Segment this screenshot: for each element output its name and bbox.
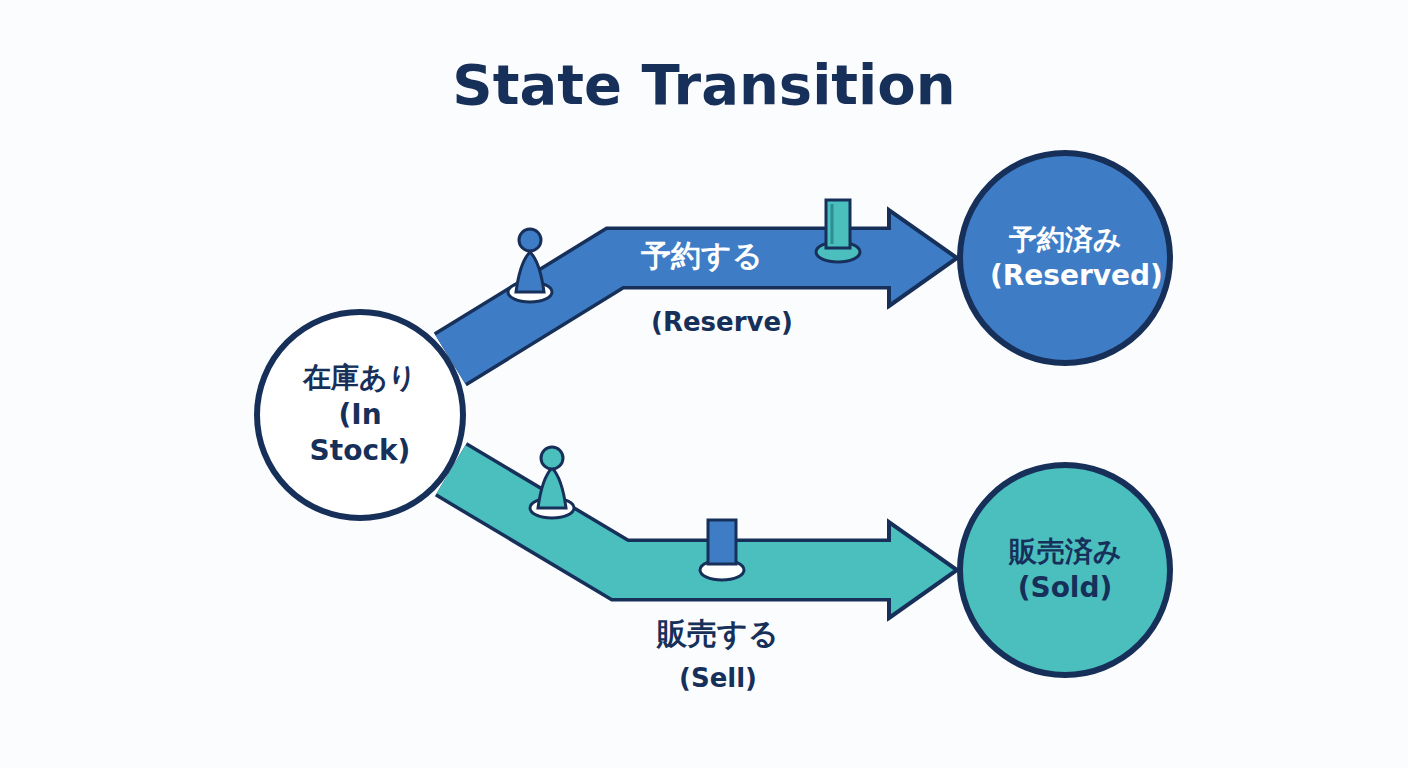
transition-arrow xyxy=(450,210,957,359)
state-circle: 在庫あり (In Stock) xyxy=(254,309,466,521)
state-label: 在庫あり (In Stock) xyxy=(285,360,435,469)
pawn-icon xyxy=(530,447,574,518)
transition-arrow xyxy=(451,469,957,618)
arrow-band xyxy=(451,469,893,570)
state-circle: 予約済み (Reserved) xyxy=(957,150,1173,366)
transition-label: 販売する xyxy=(657,614,779,655)
state-label: 販売済み (Sold) xyxy=(990,534,1140,607)
state-circle: 販売済み (Sold) xyxy=(957,462,1173,678)
pawn-icon xyxy=(508,229,552,302)
box-icon xyxy=(816,200,860,262)
english-label: (Sell) xyxy=(679,663,757,693)
english-label: (Reserve) xyxy=(651,307,793,337)
arrow-band xyxy=(450,258,893,359)
arrow-head xyxy=(889,210,957,306)
state-label: 予約済み (Reserved) xyxy=(990,222,1140,295)
diagram-title: State Transition xyxy=(0,52,1408,117)
arrow-head xyxy=(889,522,957,618)
transition-label: 予約する xyxy=(641,236,763,277)
box-icon xyxy=(700,520,744,580)
